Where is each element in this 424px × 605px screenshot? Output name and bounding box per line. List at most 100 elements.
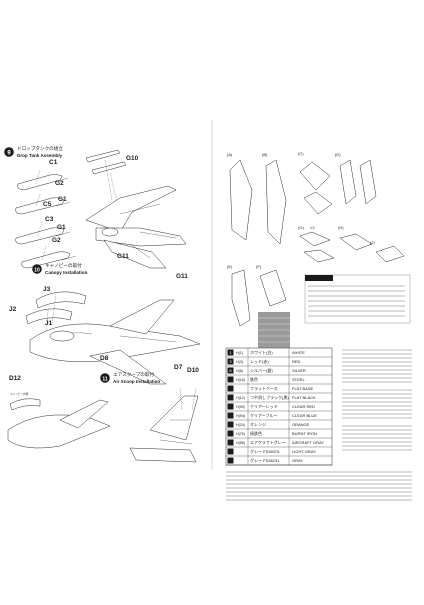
part-label-g2-b: G2 (52, 237, 61, 244)
step-11-jp-title: エアスクープの取付 (113, 371, 154, 378)
step-10-en-title: Canopy Installation (45, 270, 88, 275)
paint-row: グレー FS36231 GRAY (226, 457, 332, 466)
paint-name-jp: フラットベース (250, 385, 278, 391)
paint-number: 3 (229, 359, 232, 364)
panel-d: (D) (335, 152, 377, 205)
panel-h: (H) (338, 225, 373, 251)
panel-e: (E) (227, 264, 251, 327)
part-label-g11-a: G11 (117, 253, 129, 260)
paint-name-en: WHITE (292, 350, 305, 355)
step-11-en-title: Air Scoop Installation (113, 379, 160, 384)
svg-text:(H): (H) (338, 225, 344, 230)
paint-number-box (227, 367, 234, 374)
panel-g: (G) ×2 (298, 225, 335, 263)
aircraft-side-view (29, 299, 201, 385)
paint-number-box (227, 394, 234, 401)
panel-b: (B) (262, 152, 287, 245)
paint-name-jp: 焼鉄色 (250, 430, 262, 436)
paint-row: H(90) クリアーレッド CLEAR RED (226, 403, 332, 412)
step-10-jp-title: キャノピーの取付 (45, 262, 82, 269)
step-9-en-title: Drop Tank Assembly (17, 153, 63, 158)
drop-tank-g1 (21, 251, 71, 269)
paint-code: H(76) (236, 432, 245, 436)
paint-row: フラットベース FLAT BASE (226, 385, 332, 394)
paint-number-box (227, 439, 234, 446)
part-label-c1: C1 (49, 159, 58, 166)
aircraft-lower-view (7, 399, 111, 449)
part-label-g11-b: G11 (176, 273, 188, 280)
part-label-d12: D12 (9, 375, 21, 382)
paint-code: H(3) (236, 360, 243, 364)
step-9-header: 9 ドロップタンクの組立 Drop Tank Assembly (4, 145, 63, 158)
paint-number-box (227, 385, 234, 392)
paint-color-table (225, 347, 333, 466)
paint-name-en: GRAY (292, 458, 303, 463)
part-label-c3: C3 (45, 216, 54, 223)
paint-name-en: AIRCRAFT GRAY (292, 440, 324, 445)
paint-name-en: ORANGE (292, 422, 310, 427)
paint-name-en: SILVER (292, 368, 306, 373)
paint-code: H(24) (236, 423, 245, 427)
paint-number-box (227, 457, 234, 464)
paint-name-en: BURNT IRON (292, 431, 317, 436)
paint-name-en: FLAT BLACK (292, 395, 316, 400)
paint-name-jp: クリアーレッド (250, 403, 278, 409)
drop-tank-parts (15, 169, 77, 269)
paint-code: H(12) (236, 396, 245, 400)
paint-name-jp: レッド(赤) (250, 359, 269, 364)
panel-f: (F) (256, 264, 287, 307)
paint-code: H(18) (236, 378, 245, 382)
paint-name-jp: シルバー(銀) (250, 367, 273, 373)
svg-text:(G): (G) (298, 225, 304, 230)
paint-name-en: CLEAR RED (292, 404, 315, 409)
svg-text:(E): (E) (227, 264, 233, 269)
drop-tank-c3 (15, 227, 65, 245)
canopy-inset: キャノピー内側 (9, 392, 41, 411)
paint-number: 1 (229, 350, 232, 355)
step-10-number: 10 (34, 267, 40, 273)
paint-name-en: FLAT BASE (292, 386, 314, 391)
paint-code: H(90) (236, 405, 245, 409)
panel-c: (C) (298, 151, 333, 215)
step-11-header: 11 エアスクープの取付 Air Scoop Installation (100, 371, 160, 384)
color-swatch-block (258, 312, 290, 352)
paint-row: H(12) つや消しブラック(黒)FLAT BLACK (226, 394, 332, 403)
paint-number-box (227, 349, 234, 356)
svg-text:×2: ×2 (310, 225, 315, 230)
paint-code: H(94) (236, 414, 245, 418)
canopy-assembly (25, 291, 87, 341)
paint-number-box (227, 448, 234, 455)
paint-name-jp: エアクラフトグレー (250, 439, 286, 445)
paint-name-jp: グレー FS36231 (250, 457, 280, 463)
part-label-d7: D7 (174, 364, 183, 371)
step-9-number: 9 (7, 150, 11, 156)
paint-name-en: RED (292, 359, 301, 364)
notes-block (304, 274, 411, 324)
part-label-g1: G1 (58, 196, 67, 203)
paint-name-jp: ホワイト(白) (250, 349, 273, 355)
paint-number: 8 (229, 368, 232, 373)
paint-name-jp: つや消しブラック(黒) (250, 394, 289, 400)
aircraft-top-view (85, 185, 187, 269)
part-label-j3: J3 (43, 286, 51, 293)
svg-text:(C): (C) (298, 151, 304, 156)
part-label-c5: C5 (43, 201, 52, 208)
part-label-d8: D8 (100, 355, 109, 362)
paint-number-box (227, 412, 234, 419)
air-scoop-assembly (129, 387, 199, 463)
paint-name-jp: 鉄色 (250, 376, 258, 382)
paint-name-jp: オレンジ (250, 422, 266, 427)
panel-a: (A) (227, 152, 253, 241)
svg-text:(A): (A) (227, 152, 233, 157)
paint-code: H(8) (236, 369, 243, 373)
paint-row: 3 H(3) レッド(赤) RED (226, 358, 332, 367)
paint-name-jp: グレー FS36375 (250, 448, 280, 454)
step-10-header: 10 キャノピーの取付 Canopy Installation (32, 262, 88, 275)
paint-number-box (227, 358, 234, 365)
